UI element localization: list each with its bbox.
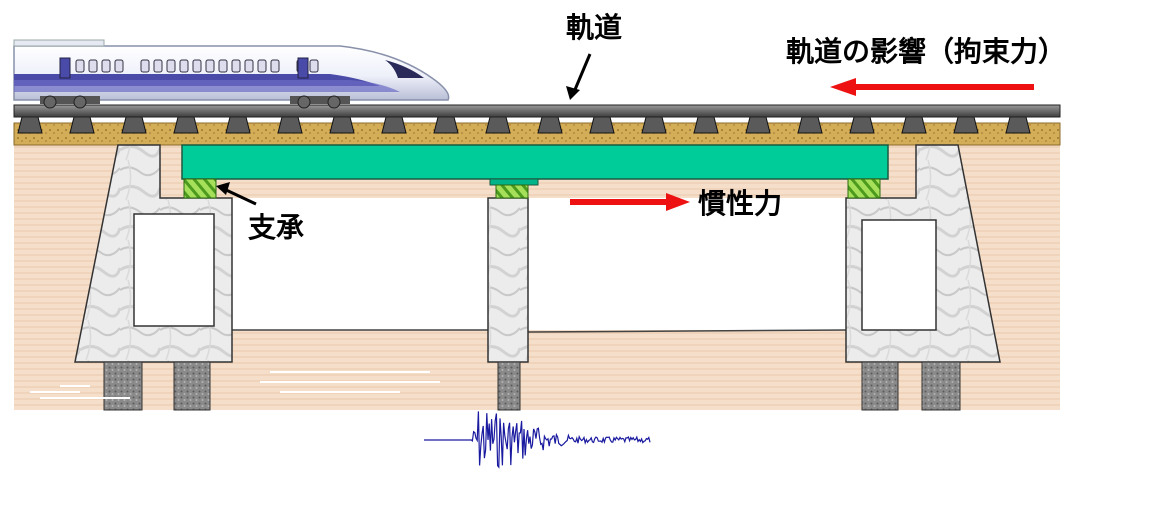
bearing-pad-left — [183, 178, 217, 199]
train-windows — [75, 59, 319, 73]
train-window — [88, 59, 98, 73]
sleeper — [121, 116, 147, 134]
train-window — [309, 59, 319, 73]
left-abutment-void — [133, 213, 215, 327]
sleeper — [589, 116, 615, 134]
inertial-force-arrow — [570, 193, 690, 211]
sleeper — [173, 116, 199, 134]
sleeper — [69, 116, 95, 134]
sleeper — [381, 116, 407, 134]
sleeper — [901, 116, 927, 134]
sleeper — [485, 116, 511, 134]
train-window — [218, 59, 228, 73]
pile — [861, 361, 899, 411]
train-window — [153, 59, 163, 73]
train-window — [179, 59, 189, 73]
sleeper — [745, 116, 771, 134]
pile — [921, 361, 961, 411]
track-effect-label: 軌道の影響（拘束力） — [786, 35, 1067, 68]
track-restraint-arrow — [830, 78, 1034, 96]
bearing-label: 支承 — [248, 211, 305, 244]
sleeper — [17, 116, 43, 134]
sleeper — [641, 116, 667, 134]
sleeper — [693, 116, 719, 134]
train-window — [75, 59, 85, 73]
sleeper — [537, 116, 563, 134]
sleeper — [1005, 116, 1031, 134]
bearing-pointer-arrow — [216, 182, 257, 206]
span-opening-right — [528, 198, 848, 330]
track-label: 軌道 — [566, 11, 623, 44]
train-window — [166, 59, 176, 73]
train-window — [192, 59, 202, 73]
train-window — [205, 59, 215, 73]
ballast-bed — [13, 122, 1061, 146]
rail — [13, 104, 1061, 118]
sleeper — [797, 116, 823, 134]
right-abutment-void — [861, 219, 937, 331]
train-window — [270, 59, 280, 73]
sleeper — [953, 116, 979, 134]
train-window — [114, 59, 124, 73]
train-window — [140, 59, 150, 73]
sleeper — [225, 116, 251, 134]
track-pointer-arrow — [566, 53, 592, 100]
span-opening-left — [232, 198, 488, 330]
train-window — [244, 59, 254, 73]
seismic-wave-icon — [424, 411, 651, 469]
shinkansen-train-icon — [13, 39, 450, 109]
bearing-pad-right — [847, 178, 881, 199]
bearing-pad-center — [489, 178, 539, 186]
bearing-pad-center-lower — [495, 184, 529, 199]
sleeper — [277, 116, 303, 134]
train-window — [257, 59, 267, 73]
inertial-force-label: 慣性力 — [698, 187, 783, 220]
train-window — [231, 59, 241, 73]
motion-streaks — [30, 371, 440, 399]
train-window — [101, 59, 111, 73]
pile — [173, 361, 211, 411]
sleeper — [433, 116, 459, 134]
sleeper — [849, 116, 875, 134]
pile — [103, 361, 143, 411]
bridge-girder — [181, 144, 889, 180]
sleeper — [329, 116, 355, 134]
center-pier — [487, 197, 529, 363]
pile — [497, 361, 521, 411]
